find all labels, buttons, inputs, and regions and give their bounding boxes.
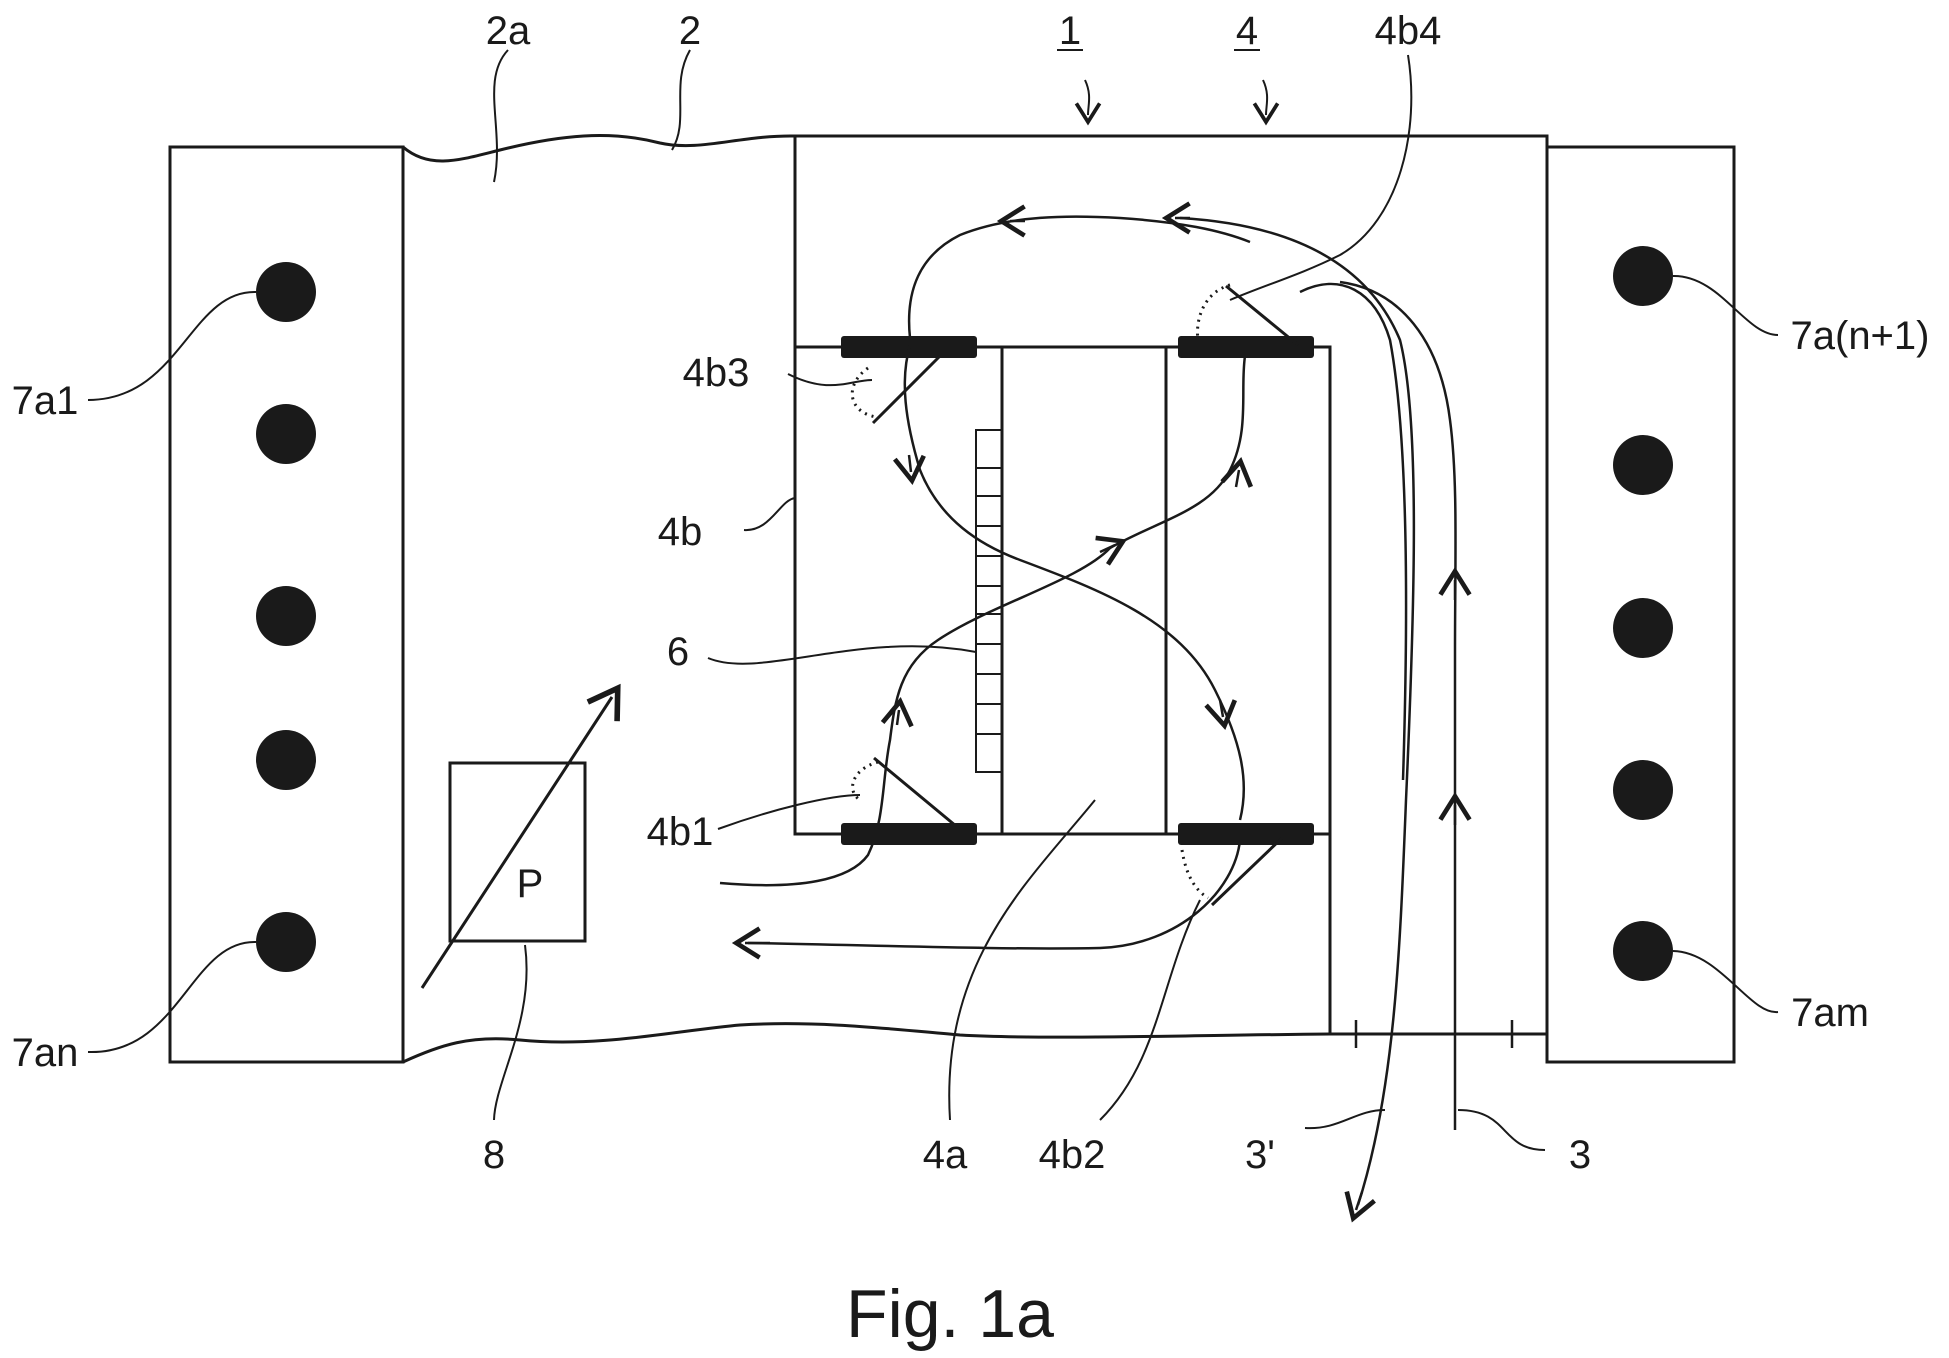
leader-7am — [1673, 951, 1778, 1012]
leader-4b2 — [1100, 900, 1200, 1120]
body-top-break-line — [403, 136, 795, 161]
ref-4-arrow — [1263, 80, 1267, 115]
leader-7a-n-plus-1 — [1673, 276, 1778, 335]
flow-duct-inner-3prime — [1300, 284, 1406, 780]
label-4b3: 4b3 — [683, 351, 750, 395]
flap-swing-4b2 — [1182, 850, 1208, 898]
body-bottom-break-line — [403, 1024, 1547, 1062]
leader-4b1 — [718, 795, 860, 829]
label-7am: 7am — [1791, 991, 1869, 1035]
flap-plate-4b1 — [841, 823, 977, 845]
leader-2a — [494, 50, 508, 182]
label-4b2: 4b2 — [1039, 1133, 1106, 1177]
flow-crossing-down — [905, 345, 1244, 820]
flap-plate-4b2 — [1178, 823, 1314, 845]
nozzle-7a1 — [256, 262, 316, 322]
label-7an: 7an — [12, 1031, 79, 1075]
substrate-segments — [976, 468, 1002, 734]
label-3: 3 — [1569, 1133, 1591, 1177]
label-1: 1 — [1059, 9, 1081, 53]
flap-blade-4b2 — [1212, 838, 1282, 905]
label-4b: 4b — [658, 510, 703, 554]
leader-4a — [949, 800, 1095, 1120]
nozzle-7an — [256, 912, 316, 972]
label-2: 2 — [679, 9, 701, 53]
label-7a1: 7a1 — [12, 379, 79, 423]
nozzle-left-4 — [256, 730, 316, 790]
nozzle-right-4 — [1613, 760, 1673, 820]
flap-swing-4b3 — [852, 368, 876, 417]
component-8-letter: P — [517, 862, 544, 906]
leader-3prime — [1305, 1110, 1385, 1128]
label-4a: 4a — [923, 1133, 968, 1177]
leader-4b — [744, 498, 795, 530]
arrow-right-up — [1236, 470, 1239, 487]
nozzle-7a-n-plus-1 — [1613, 246, 1673, 306]
label-4: 4 — [1236, 9, 1258, 53]
label-7a-n-plus-1: 7a(n+1) — [1791, 314, 1930, 358]
flow-duct-up-3 — [1340, 282, 1456, 1130]
flap-plate-4b4 — [1178, 336, 1314, 358]
label-4b4: 4b4 — [1375, 9, 1442, 53]
arrow-left-down — [909, 455, 911, 472]
nozzle-left-3 — [256, 586, 316, 646]
nozzle-left-2 — [256, 404, 316, 464]
label-8: 8 — [483, 1133, 505, 1177]
nozzle-right-2 — [1613, 435, 1673, 495]
leader-7a1 — [88, 292, 256, 400]
leader-4b4 — [1230, 55, 1411, 300]
nozzle-7am — [1613, 921, 1673, 981]
flow-duct-return-3prime — [1180, 218, 1414, 1205]
leader-2 — [672, 50, 690, 150]
nozzle-right-3 — [1613, 598, 1673, 658]
leader-3 — [1458, 1110, 1545, 1150]
figure-caption: Fig. 1a — [846, 1276, 1054, 1352]
ref-1-arrow — [1085, 80, 1089, 115]
flap-swing-4b4 — [1197, 285, 1230, 340]
leader-8 — [494, 945, 527, 1120]
substrate-6 — [976, 430, 1002, 772]
leader-6 — [708, 646, 976, 663]
label-2a: 2a — [486, 9, 531, 53]
leader-4b3 — [788, 374, 872, 385]
label-6: 6 — [667, 630, 689, 674]
leader-7an — [88, 942, 256, 1052]
arrow-lower-right-down — [1220, 700, 1223, 717]
label-4b1: 4b1 — [647, 810, 714, 854]
arrow-lower-left-up — [897, 710, 899, 725]
arrow-3prime-exit — [1356, 1192, 1362, 1210]
label-3prime: 3' — [1245, 1133, 1275, 1177]
chamber-housing — [795, 136, 1547, 1034]
